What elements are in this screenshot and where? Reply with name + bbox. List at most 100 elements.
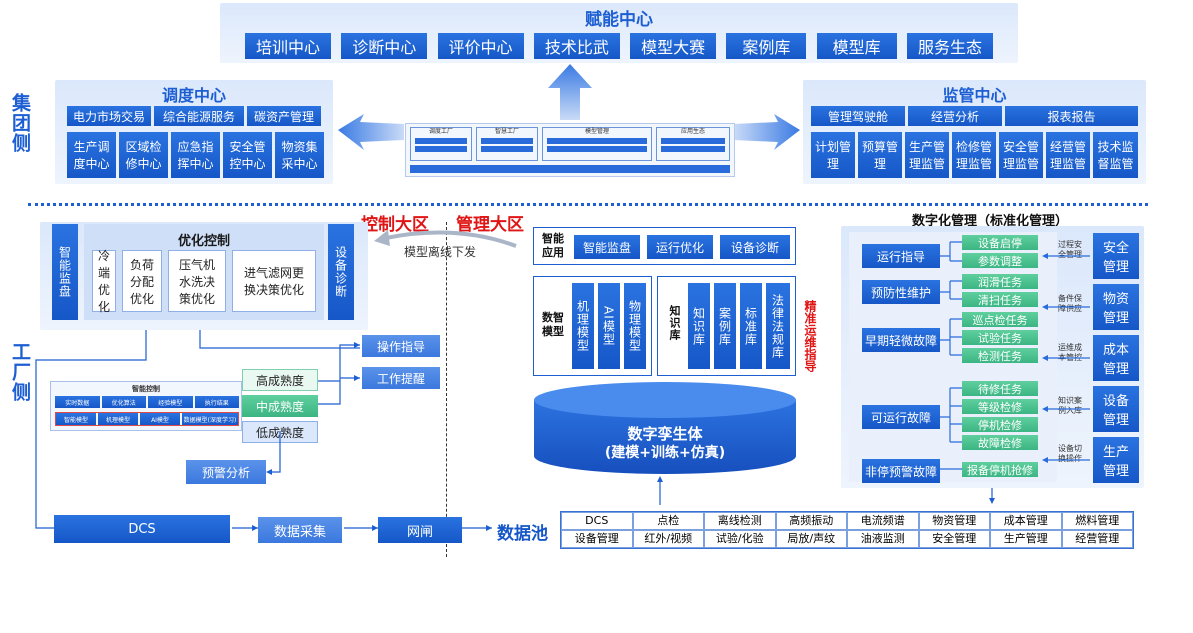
data-pool-cell: 燃料管理 xyxy=(1061,512,1133,530)
mgmt-brackets xyxy=(940,241,962,470)
mgmt-category[interactable]: 非停预警故障 xyxy=(862,459,940,483)
mgmt-category[interactable]: 预防性维护 xyxy=(862,280,940,304)
maturity-low[interactable]: 低成熟度 xyxy=(242,421,318,443)
mgmt-task[interactable]: 清扫任务 xyxy=(962,292,1038,307)
dispatch-bottom-item[interactable]: 物资集采中心 xyxy=(275,132,324,178)
gateway-box[interactable]: 网闸 xyxy=(378,517,462,543)
dispatch-top-item[interactable]: 碳资产管理 xyxy=(247,106,321,126)
maturity-mid[interactable]: 中成熟度 xyxy=(242,395,318,417)
mgmt-right-box[interactable]: 安全管理 xyxy=(1093,233,1139,279)
dispatch-center: 调度中心 电力市场交易 综合能源服务 碳资产管理 生产调度中心 区域检修中心 应… xyxy=(55,80,333,184)
enable-item[interactable]: 技术比武 xyxy=(533,33,620,59)
enable-item[interactable]: 模型库 xyxy=(816,33,897,59)
supervision-bottom-item[interactable]: 生产管理监管 xyxy=(905,132,949,178)
opt-item[interactable]: 冷端优化 xyxy=(92,249,116,314)
mgmt-task[interactable]: 待修任务 xyxy=(962,381,1038,396)
device-diagnosis-box[interactable]: 设备诊断 xyxy=(328,224,354,320)
supervision-bottom-item[interactable]: 经营管理监管 xyxy=(1046,132,1090,178)
mgmt-task[interactable]: 停机检修 xyxy=(962,417,1038,432)
smart-app-item[interactable]: 运行优化 xyxy=(647,235,713,259)
mgmt-right-box[interactable]: 成本管理 xyxy=(1093,335,1139,381)
arrow-right xyxy=(734,114,800,150)
thumb-group-title: 智慧工厂 xyxy=(494,128,519,135)
supervision-bottom-item[interactable]: 计划管理 xyxy=(811,132,855,178)
arrow-left xyxy=(338,114,404,150)
mgmt-right-arrows xyxy=(1042,253,1090,463)
smart-monitor-box[interactable]: 智能监盘 xyxy=(52,224,78,320)
mgmt-task[interactable]: 设备启停 xyxy=(962,235,1038,250)
opt-item[interactable]: 压气机水洗决策优化 xyxy=(168,250,226,312)
thumb-group: 调度工厂 xyxy=(410,127,472,161)
mgmt-task[interactable]: 故障检修 xyxy=(962,435,1038,450)
mgmt-task[interactable]: 巡点检任务 xyxy=(962,312,1038,327)
opt-item[interactable]: 负荷分配优化 xyxy=(122,250,162,312)
knowledge-item[interactable]: 标准库 xyxy=(740,283,762,369)
smart-model-item[interactable]: 机理模型 xyxy=(572,283,594,369)
mgmt-task[interactable]: 试验任务 xyxy=(962,330,1038,345)
mgmt-category[interactable]: 运行指导 xyxy=(862,244,940,268)
opt-item[interactable]: 进气滤网更换决策优化 xyxy=(232,250,316,312)
supervision-top-item[interactable]: 经营分析 xyxy=(908,106,1002,126)
data-pool-cell: 局放/声纹 xyxy=(775,530,847,548)
precision-label: 精准运维指导 xyxy=(803,300,817,372)
mini-cell: AI模型 xyxy=(140,413,180,425)
supervision-bottom-item[interactable]: 检修管理监管 xyxy=(952,132,996,178)
mgmt-right-box[interactable]: 生产管理 xyxy=(1093,437,1139,483)
maturity-high[interactable]: 高成熟度 xyxy=(242,369,318,391)
mgmt-task[interactable]: 参数调整 xyxy=(962,253,1038,268)
thumb-group-title: 模型管理 xyxy=(584,128,609,135)
mini-row2: 智能模型 机理模型 AI模型 数据模型(深度学习) xyxy=(55,412,239,426)
mgmt-right-box[interactable]: 设备管理 xyxy=(1093,386,1139,432)
smart-app-item[interactable]: 设备诊断 xyxy=(720,235,790,259)
smart-app-item[interactable]: 智能监盘 xyxy=(574,235,640,259)
warning-analysis[interactable]: 预警分析 xyxy=(186,460,266,484)
mini-cell: 执行结果 xyxy=(194,396,239,408)
dcs-box[interactable]: DCS xyxy=(54,515,230,543)
data-pool-cell: 设备管理 xyxy=(561,530,633,548)
smart-model-item[interactable]: 物理模型 xyxy=(624,283,646,369)
dispatch-bottom-item[interactable]: 应急指挥中心 xyxy=(171,132,220,178)
supervision-center: 监管中心 管理驾驶舱 经营分析 报表报告 计划管理 预算管理 生产管理监管 检修… xyxy=(803,80,1146,184)
operation-guidance[interactable]: 操作指导 xyxy=(362,335,440,357)
enable-item[interactable]: 培训中心 xyxy=(245,33,331,59)
smart-app-label: 智能应用 xyxy=(542,232,564,259)
enable-item[interactable]: 诊断中心 xyxy=(341,33,428,59)
mgmt-category[interactable]: 早期轻微故障 xyxy=(862,328,940,352)
supervision-bottom-item[interactable]: 预算管理 xyxy=(858,132,902,178)
smart-model-item[interactable]: AI模型 xyxy=(598,283,620,369)
mgmt-task[interactable]: 润滑任务 xyxy=(962,274,1038,289)
enable-item[interactable]: 服务生态 xyxy=(906,33,993,59)
supervision-top-item[interactable]: 报表报告 xyxy=(1005,106,1138,126)
digital-twin-subtitle: (建模+训练+仿真) xyxy=(604,445,726,461)
thumb-bar xyxy=(410,165,730,173)
supervision-bottom-item[interactable]: 安全管理监管 xyxy=(999,132,1043,178)
data-pool-cell: 离线检测 xyxy=(704,512,776,530)
mini-cell: 数据模型(深度学习) xyxy=(182,413,238,425)
digital-twin-cylinder xyxy=(534,382,796,474)
dispatch-top-item[interactable]: 综合能源服务 xyxy=(154,106,244,126)
data-collect-box[interactable]: 数据采集 xyxy=(258,517,342,543)
knowledge-item[interactable]: 知识库 xyxy=(688,283,710,369)
mgmt-right-box[interactable]: 物资管理 xyxy=(1093,284,1139,330)
mgmt-task[interactable]: 检测任务 xyxy=(962,348,1038,363)
data-pool-cell: 经营管理 xyxy=(1061,530,1133,548)
enable-item[interactable]: 案例库 xyxy=(726,33,807,59)
dispatch-top-item[interactable]: 电力市场交易 xyxy=(67,106,151,126)
enable-item[interactable]: 模型大赛 xyxy=(630,33,717,59)
dispatch-bottom-item[interactable]: 生产调度中心 xyxy=(67,132,116,178)
supervision-top-item[interactable]: 管理驾驶舱 xyxy=(811,106,905,126)
work-reminder[interactable]: 工作提醒 xyxy=(362,367,440,389)
dispatch-bottom-item[interactable]: 安全管控中心 xyxy=(223,132,272,178)
data-pool-cell: 安全管理 xyxy=(918,530,990,548)
enable-item[interactable]: 评价中心 xyxy=(437,33,524,59)
mgmt-task[interactable]: 等级检修 xyxy=(962,399,1038,414)
knowledge-item[interactable]: 法律法规库 xyxy=(766,283,790,369)
opt-control-inner: 优化控制 冷端优化 负荷分配优化 压气机水洗决策优化 进气滤网更换决策优化 xyxy=(84,224,324,320)
supervision-bottom-item[interactable]: 技术监督监管 xyxy=(1093,132,1138,178)
knowledge-panel: 知识库 知识库 案例库 标准库 法律法规库 xyxy=(657,276,796,376)
knowledge-item[interactable]: 案例库 xyxy=(714,283,736,369)
mgmt-task[interactable]: 报备停机抢修 xyxy=(962,462,1038,477)
mini-title: 智能控制 xyxy=(132,385,160,393)
mgmt-category[interactable]: 可运行故障 xyxy=(862,405,940,429)
dispatch-bottom-item[interactable]: 区域检修中心 xyxy=(119,132,168,178)
